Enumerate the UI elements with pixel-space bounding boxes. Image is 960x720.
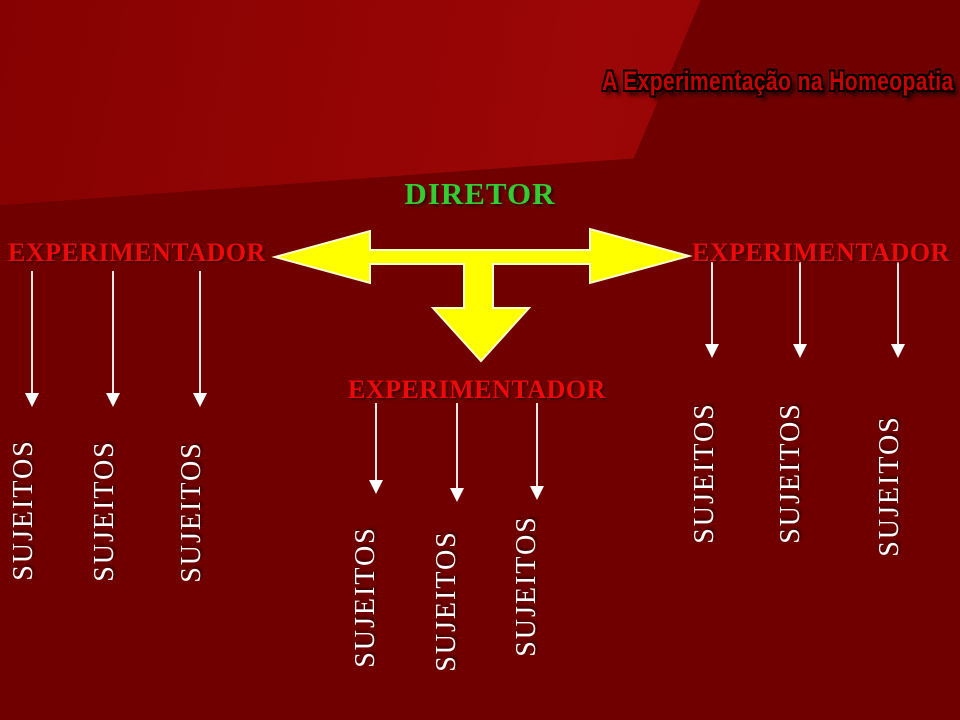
- arrow-right-subject-3: [891, 262, 905, 358]
- arrow-head: [25, 393, 39, 407]
- arrow-head: [530, 486, 544, 500]
- subject-label-center-3: SUJEITOS: [511, 515, 542, 657]
- subject-label-left-1: SUJEITOS: [8, 439, 39, 581]
- subject-label-right-3: SUJEITOS: [874, 415, 905, 557]
- arrow-head: [705, 344, 719, 358]
- subject-label-center-1: SUJEITOS: [350, 526, 381, 668]
- three-way-arrow: [271, 227, 693, 363]
- arrow-head: [193, 393, 207, 407]
- subject-label-left-2: SUJEITOS: [89, 440, 120, 582]
- director-label: DIRETOR: [404, 176, 556, 211]
- arrow-head: [369, 480, 383, 494]
- arrow-left-subject-1: [25, 271, 39, 407]
- arrow-right-subject-1: [705, 262, 719, 358]
- slide-title: A Experimentação na Homeopatia: [602, 66, 954, 96]
- subject-label-center-2: SUJEITOS: [431, 530, 462, 672]
- subject-label-left-3: SUJEITOS: [176, 441, 207, 583]
- arrow-right-subject-2: [793, 262, 807, 358]
- arrow-head: [106, 393, 120, 407]
- arrow-left-subject-3: [193, 271, 207, 407]
- experimenter-right-label: EXPERIMENTADOR: [692, 238, 950, 267]
- arrow-head: [450, 488, 464, 502]
- experimenter-left-label: EXPERIMENTADOR: [8, 238, 266, 267]
- subject-label-right-2: SUJEITOS: [775, 402, 806, 544]
- arrow-center-subject-2: [450, 403, 464, 502]
- arrow-head: [891, 344, 905, 358]
- arrow-center-subject-3: [530, 403, 544, 500]
- arrow-center-subject-1: [369, 403, 383, 494]
- arrow-head: [793, 344, 807, 358]
- arrow-left-subject-2: [106, 271, 120, 407]
- subject-label-right-1: SUJEITOS: [689, 402, 720, 544]
- experimenter-center-label: EXPERIMENTADOR: [348, 375, 606, 404]
